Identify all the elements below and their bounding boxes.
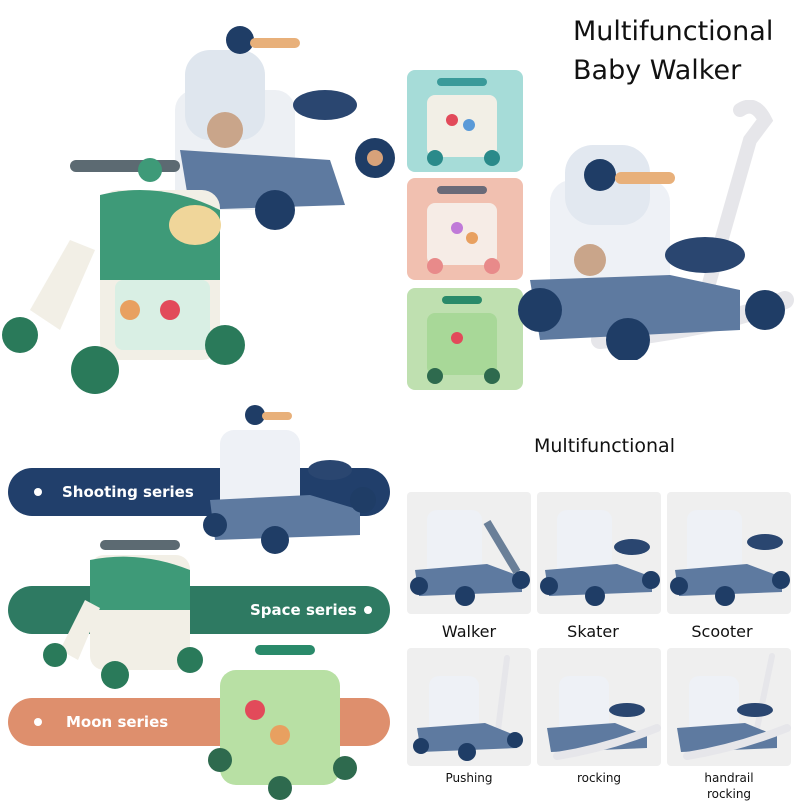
- section-title: Multifunctional: [534, 435, 675, 457]
- series-label-shooting: Shooting series: [62, 483, 194, 501]
- color-option-pink: [407, 178, 523, 280]
- mode-card-rocking: [537, 648, 661, 766]
- bullet-dot: [364, 606, 372, 614]
- shooting-series-walker-image: [200, 400, 380, 560]
- hero-walkers-image: [0, 10, 400, 400]
- mode-card-skater: [537, 492, 661, 614]
- space-series-walker-image: [40, 530, 220, 690]
- page-title: Multifunctional Baby Walker: [573, 12, 798, 90]
- mode-label-pushing: Pushing: [445, 771, 493, 785]
- title-line-1: Multifunctional: [573, 16, 774, 47]
- bullet-dot: [34, 718, 42, 726]
- color-option-teal: [407, 70, 523, 172]
- mode-card-pushing: [407, 648, 531, 766]
- moon-series-walker-image: [200, 640, 370, 800]
- green-walker-illustration: [2, 158, 245, 394]
- series-label-moon: Moon series: [66, 713, 169, 731]
- series-label-space: Space series: [250, 601, 357, 619]
- mode-card-walker: [407, 492, 531, 614]
- mode-card-handrail-rocking: [667, 648, 791, 766]
- series-banner-space: Space series: [8, 586, 390, 634]
- mode-label-scooter: Scooter: [691, 622, 753, 641]
- mode-label-handrail-rocking: handrail rocking: [704, 771, 754, 801]
- title-line-2: Baby Walker: [573, 55, 742, 86]
- blue-walker-with-handle-image: [510, 100, 800, 360]
- mode-card-scooter: [667, 492, 791, 614]
- color-option-green: [407, 288, 523, 390]
- mode-label-rocking: rocking: [576, 771, 622, 785]
- bullet-dot: [34, 488, 42, 496]
- mode-label-walker: Walker: [441, 622, 497, 641]
- mode-label-skater: Skater: [567, 622, 619, 641]
